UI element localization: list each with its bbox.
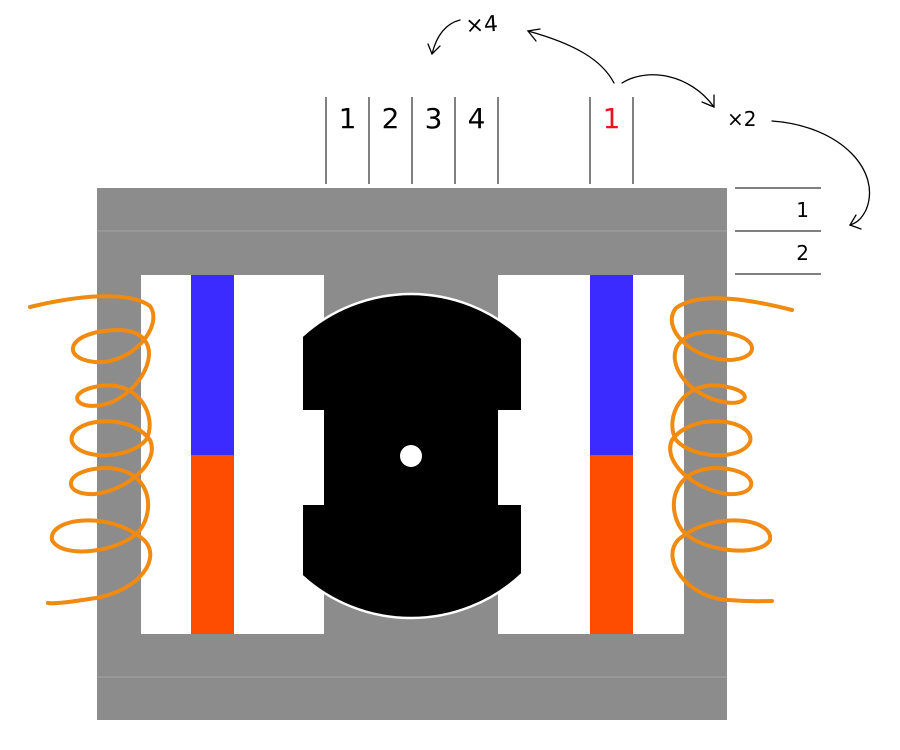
- right-magnet: [590, 275, 633, 634]
- left-magnet: [191, 275, 234, 634]
- left-coil: [28, 294, 156, 606]
- curved-arrow-icon: [431, 19, 461, 55]
- right-coil: [668, 296, 794, 604]
- rotor-shaft: [400, 445, 422, 467]
- right-magnet-north: [590, 275, 633, 455]
- curved-arrow-icon: [621, 74, 715, 108]
- slot-group-four: [325, 97, 499, 184]
- arrows: [427, 19, 871, 230]
- layer-label-1: 1: [796, 198, 809, 222]
- arrow-head: [701, 94, 715, 108]
- slot-label-highlight: 1: [603, 102, 621, 135]
- curved-arrow-icon: [771, 120, 871, 226]
- slot-single: [589, 97, 634, 184]
- arrow-head: [526, 28, 541, 42]
- annotation-times-four: ×4: [465, 12, 499, 39]
- slot-label-3: 3: [425, 102, 443, 135]
- arrow-head: [849, 214, 862, 230]
- layer-rulers: [735, 187, 821, 275]
- rotor: [303, 292, 521, 620]
- left-magnet-south: [191, 455, 234, 634]
- annotation-times-two: ×2: [727, 107, 756, 131]
- slot-label-2: 2: [382, 102, 400, 135]
- arrow-head: [427, 43, 441, 56]
- layer-label-2: 2: [796, 241, 809, 265]
- curved-arrow-icon: [527, 30, 615, 84]
- slot-label-4: 4: [468, 102, 486, 135]
- left-magnet-north: [191, 275, 234, 455]
- slot-label-1: 1: [339, 102, 357, 135]
- right-magnet-south: [590, 455, 633, 634]
